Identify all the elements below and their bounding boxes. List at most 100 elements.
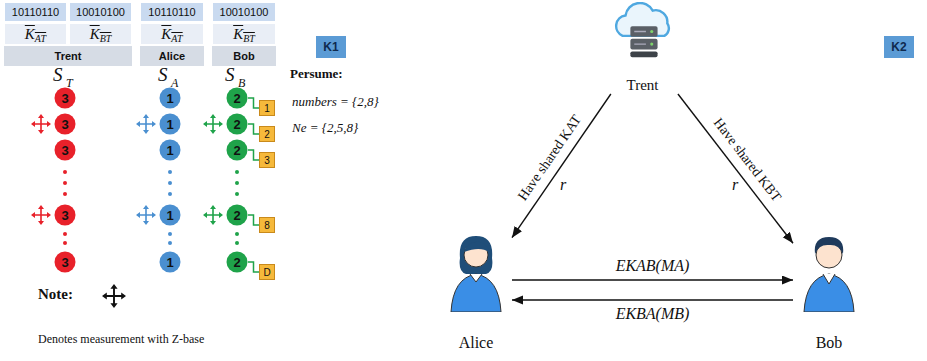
state-name: S [158, 64, 168, 86]
position-square: D [259, 264, 275, 280]
connector [248, 98, 259, 108]
state-name: S [53, 64, 63, 86]
node-text: 10010100 [76, 6, 125, 18]
assumption-value: numbers = {2,8} [292, 94, 379, 110]
node-text: 2 [233, 91, 240, 106]
icon-holder [446, 228, 506, 312]
position-square: 8 [259, 217, 275, 233]
node-text: 3 [61, 91, 68, 106]
node-text: Alice [159, 50, 185, 62]
circle-outline [54, 204, 76, 226]
party-icon: Alice [440, 228, 512, 352]
key-subscript: AT [35, 33, 46, 44]
edge-label: EKBA(MB) [614, 305, 692, 323]
node-text: 3 [61, 255, 68, 270]
z-measure-symbol [203, 114, 223, 134]
qubit-circle: 1 [159, 113, 181, 135]
node-text: 10110110 [12, 6, 59, 18]
node-text: 10010100 [220, 6, 269, 18]
z-measure-symbol [31, 114, 51, 134]
random-value: r [732, 176, 738, 194]
key-name-cell: KAT [140, 23, 204, 45]
node-text: 3 [264, 155, 270, 166]
connector [678, 94, 793, 243]
assumption-heading: Persume: [290, 66, 343, 82]
qubit-circle: 2 [226, 204, 248, 226]
alice-icon [446, 228, 506, 312]
node-text: 1 [166, 117, 173, 132]
qubit-circle: 2 [226, 87, 248, 109]
node-text: 1 [166, 91, 173, 106]
node-text: 2 [233, 143, 240, 158]
party-icon: Bob [793, 228, 865, 352]
ellipsis-dots [168, 170, 172, 245]
node-text: K1 [323, 40, 338, 54]
z-measure-symbol [31, 205, 51, 225]
circle-outline [226, 251, 248, 273]
node-text: 3 [61, 117, 68, 132]
party-icon: Trent [605, 2, 680, 94]
z-measure-symbol [203, 205, 223, 225]
key-subscript: BT [243, 33, 255, 44]
state-subscript: B [238, 76, 245, 91]
position-square: 1 [259, 100, 275, 116]
random-value: r [560, 176, 566, 194]
node-text: Trent [55, 50, 82, 62]
key-bits-cell: 10110110 [140, 2, 204, 22]
qubit-circle: 3 [54, 204, 76, 226]
node-text: 2 [233, 117, 240, 132]
z-measure-symbol [102, 284, 126, 308]
panel-badge: K2 [884, 36, 914, 58]
node-text: 2 [264, 129, 270, 140]
node-text: 1 [166, 208, 173, 223]
connector [248, 124, 259, 134]
key-symbol: K [161, 26, 171, 43]
node-text: D [263, 267, 270, 278]
connector [512, 299, 793, 300]
node-text: 8 [264, 220, 270, 231]
key-name-cell: KBT [69, 23, 132, 45]
party-band: Alice [140, 46, 204, 66]
qubit-circle: 2 [226, 113, 248, 135]
circle-outline [159, 251, 181, 273]
key-bits-cell: 10110110 [4, 2, 67, 22]
key-subscript: BT [100, 33, 112, 44]
key-bits-cell: 10010100 [212, 2, 276, 22]
server-cloud-icon [609, 2, 677, 60]
circle-outline [159, 139, 181, 161]
note-heading: Note: [38, 286, 73, 303]
circle-outline [226, 139, 248, 161]
key-bits-cell: 10010100 [69, 2, 132, 22]
connector [512, 94, 611, 238]
node-text: 3 [61, 208, 68, 223]
note-text: Denotes measurement with Z-base [38, 332, 204, 347]
state-subscript: A [171, 76, 178, 91]
party-name: Trent [627, 77, 659, 94]
edge-label: Have shared KBT [708, 114, 785, 207]
party-band: Bob [212, 46, 276, 66]
node-text: 1 [166, 255, 173, 270]
node-text: 10110110 [148, 6, 195, 18]
circle-outline [54, 87, 76, 109]
circle-outline [54, 139, 76, 161]
ellipsis-dots [63, 170, 239, 245]
ellipsis-dots [235, 170, 239, 245]
party-band: Trent [4, 46, 132, 66]
icon-holder [609, 2, 677, 60]
assumption-value: Ne = {2,5,8} [292, 120, 358, 136]
qubit-circle: 2 [226, 139, 248, 161]
key-symbol: K [25, 26, 35, 43]
qubit-circle: 1 [159, 251, 181, 273]
circle-outline [159, 113, 181, 135]
qubit-circle: 1 [159, 139, 181, 161]
key-subscript: AT [171, 33, 182, 44]
key-symbol: K [90, 26, 100, 43]
connector [512, 279, 793, 280]
party-name: Alice [459, 334, 494, 352]
qubit-circle: 3 [54, 139, 76, 161]
qubit-circle: 3 [54, 251, 76, 273]
qubit-circle: 2 [226, 251, 248, 273]
